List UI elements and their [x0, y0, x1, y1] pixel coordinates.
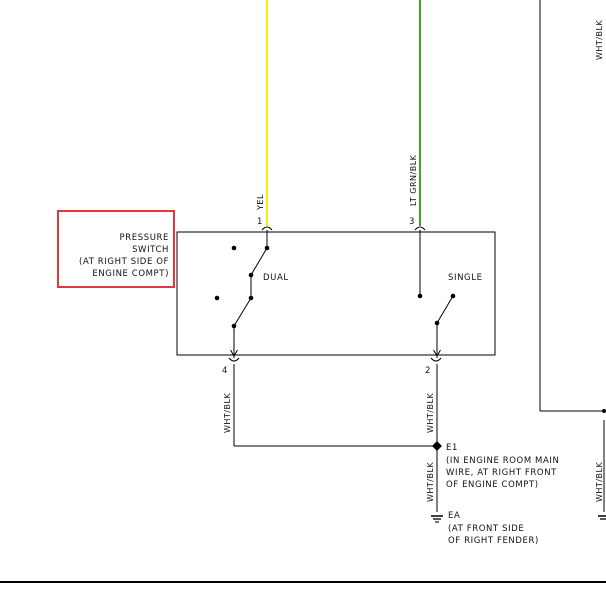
single-switch-blade — [436, 295, 454, 324]
component-label-line: (AT RIGHT SIDE OF — [79, 257, 169, 267]
component-label-line: SWITCH — [132, 245, 169, 255]
single-label: SINGLE — [448, 273, 483, 283]
ground-e1-desc: WIRE, AT RIGHT FRONT — [446, 468, 557, 478]
pin-number: 1 — [257, 217, 262, 227]
dual-label: DUAL — [263, 273, 289, 283]
wire-label-wht-blk: WHT/BLK — [595, 20, 604, 60]
wire-label-wht-blk: WHT/BLK — [426, 462, 435, 502]
pin-3-terminal — [414, 226, 426, 231]
dual-arrow — [230, 349, 238, 357]
pin-4-terminal — [228, 357, 240, 362]
wire-label-lt-grn-blk: LT GRN/BLK — [409, 154, 418, 206]
component-label-highlight — [57, 210, 175, 288]
dual-switch-blade — [250, 247, 268, 276]
ground-ea-desc: OF RIGHT FENDER) — [448, 536, 539, 546]
wire-label-yel: YEL — [256, 194, 265, 211]
wire-label-wht-blk: WHT/BLK — [426, 393, 435, 433]
ground-e1-code: E1 — [446, 443, 458, 453]
single-arrow — [433, 349, 441, 357]
pin-number: 2 — [425, 366, 430, 376]
pressure-switch-box — [176, 231, 496, 356]
single-contact-dot — [417, 293, 423, 299]
dual-contact-dot — [214, 295, 220, 301]
wire-label-wht-blk: WHT/BLK — [595, 462, 604, 502]
ground-e1-desc: OF ENGINE COMPT) — [446, 480, 539, 490]
ground-ea-desc: (AT FRONT SIDE — [448, 524, 524, 534]
ground-e1-desc: (IN ENGINE ROOM MAIN — [446, 456, 559, 466]
component-label-line: ENGINE COMPT) — [92, 269, 169, 279]
dual-contact-dot — [231, 245, 237, 251]
right-wire-junction — [602, 409, 606, 413]
ground-ea-code: EA — [448, 511, 460, 521]
dual-switch-blade — [233, 297, 252, 327]
wire-label-wht-blk: WHT/BLK — [223, 393, 232, 433]
pin-2-terminal — [430, 357, 442, 362]
pin-1-terminal — [261, 226, 273, 231]
pin-number: 4 — [222, 366, 227, 376]
pin-number: 3 — [409, 217, 414, 227]
component-label-line: PRESSURE — [120, 233, 170, 243]
